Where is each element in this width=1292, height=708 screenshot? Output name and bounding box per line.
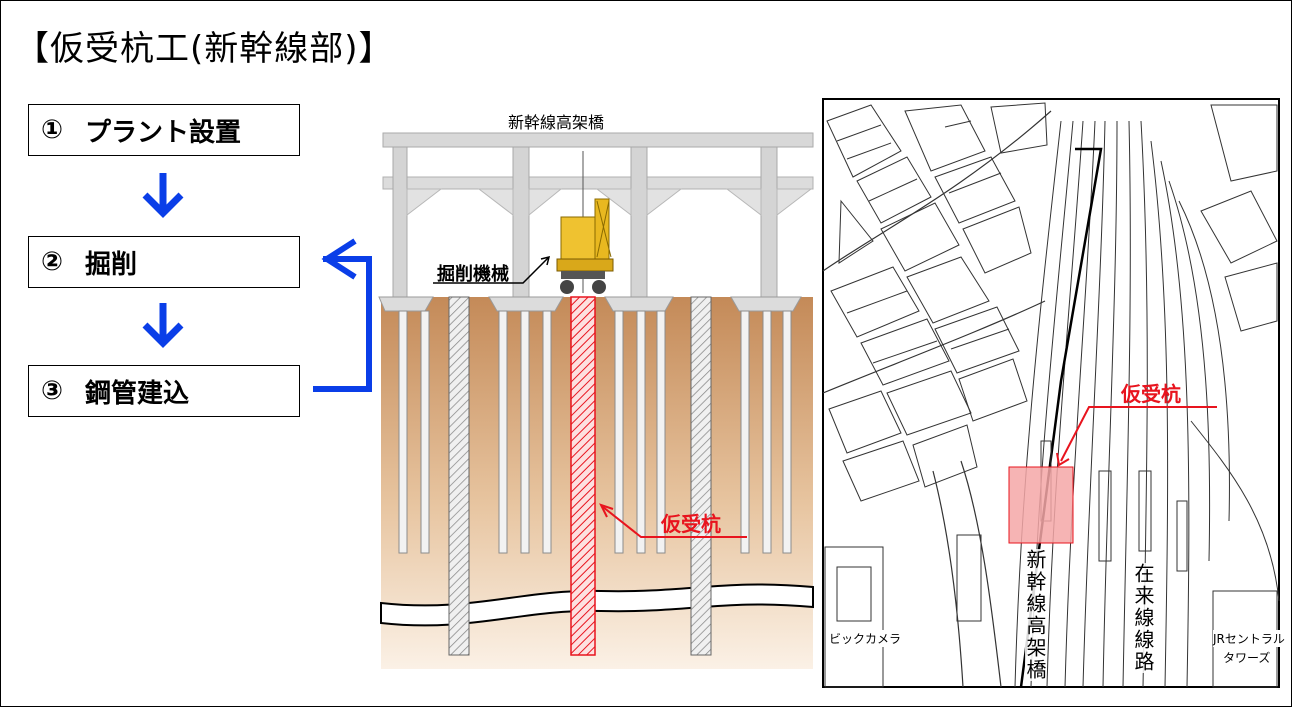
step-label: 鋼管建込 — [85, 378, 190, 409]
map-bic-label: ビックカメラ — [829, 630, 902, 647]
excavator-icon — [556, 151, 614, 294]
map-conventional-label: 在来線線路 — [1131, 563, 1155, 673]
bridge-label: 新幹線高架橋 — [508, 113, 605, 132]
pile-label: 仮受杭 — [661, 512, 721, 536]
machine-label: 掘削機械 — [437, 264, 509, 285]
down-arrow-icon — [142, 303, 184, 348]
step-steel-pipe: ③ 鋼管建込 — [28, 365, 300, 417]
map-jr-label-2: タワーズ — [1223, 649, 1271, 666]
step-number: ③ — [41, 376, 64, 406]
step-excavation: ② 掘削 — [28, 236, 300, 288]
map-pile-label: 仮受杭 — [1121, 382, 1181, 406]
step-plant-setup: ① プラント設置 — [28, 104, 300, 156]
step-number: ② — [41, 247, 64, 277]
step-label: 掘削 — [85, 249, 138, 280]
step-label: プラント設置 — [85, 117, 242, 148]
page-title: 【仮受杭工(新幹線部)】 — [15, 29, 394, 69]
down-arrow-icon — [142, 173, 184, 218]
step-number: ① — [41, 115, 64, 145]
map-shinkansen-label: 新幹線高架橋 — [1023, 549, 1047, 681]
map-jr-label-1: JRセントラル — [1213, 630, 1285, 647]
